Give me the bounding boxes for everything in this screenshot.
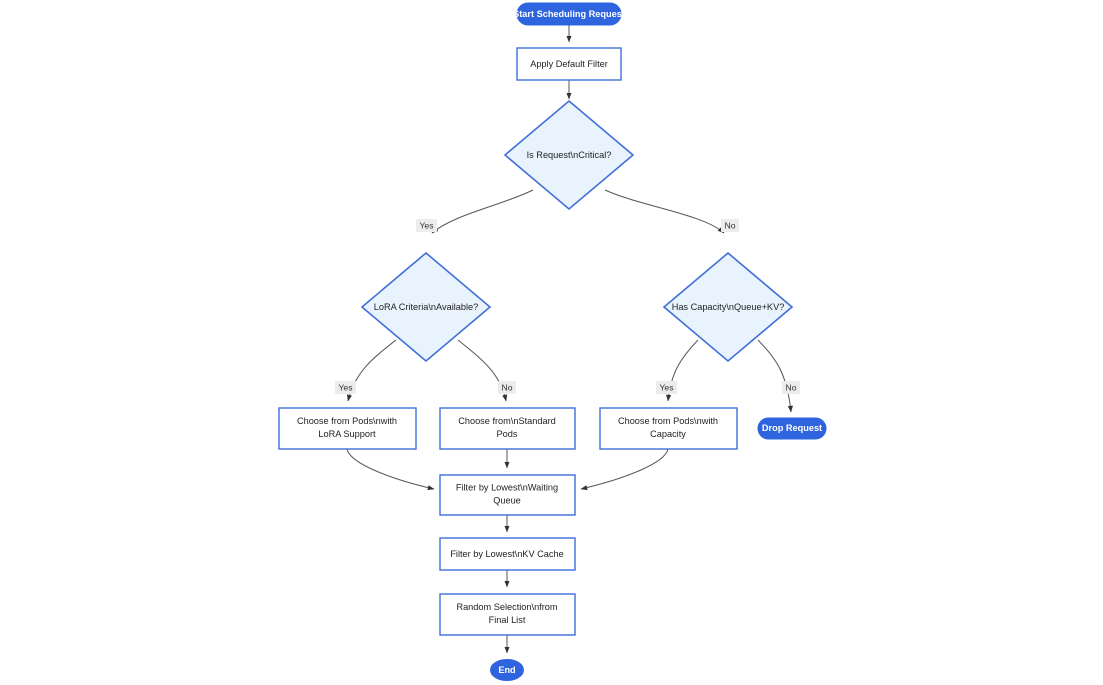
edge-label-is-critical-no: No	[721, 219, 739, 232]
edge-label-text: No	[502, 382, 513, 392]
node-choose-standard-pods-label-line2: Pods	[497, 429, 518, 439]
node-apply-default-filter-shape[interactable]	[516, 47, 622, 81]
node-random-selection-label-line2: Final List	[489, 615, 526, 625]
node-choose-pods-lora-support-label-line2: LoRA Support	[318, 429, 376, 439]
edge-label-text: Yes	[338, 382, 352, 392]
node-end-label: End	[498, 665, 515, 675]
node-choose-pods-capacity-label-line2: Capacity	[650, 429, 686, 439]
node-is-request-critical-label: Is Request\nCritical?	[527, 150, 612, 160]
node-apply-default-filter-label: Apply Default Filter	[530, 59, 608, 69]
edge-label-has-capacity-yes: Yes	[656, 381, 677, 394]
edge-label-has-capacity-no: No	[782, 381, 800, 394]
node-choose-pods-capacity-shape[interactable]	[599, 407, 738, 450]
node-choose-standard-pods[interactable]: Choose from\nStandard Pods	[439, 407, 576, 450]
edge-layer	[346, 25, 793, 654]
node-start-label: Start Scheduling Request	[513, 9, 625, 19]
node-layer: Start Scheduling Request Apply Default F…	[278, 2, 827, 681]
node-has-capacity-queue-kv-shape[interactable]	[662, 251, 794, 363]
edge-pods-capacity-to-filter-queue	[580, 448, 669, 491]
node-filter-waiting-queue-label-line2: Queue	[493, 496, 521, 506]
edge-label-text: No	[786, 382, 797, 392]
node-lora-criteria-available-shape[interactable]	[360, 251, 492, 363]
node-drop-request-label: Drop Request	[762, 423, 822, 433]
edge-is-critical-to-lora-criteria	[431, 189, 534, 234]
node-is-request-critical[interactable]: Is Request\nCritical?	[503, 99, 635, 211]
edge-label-lora-criteria-yes: Yes	[335, 381, 356, 394]
node-choose-pods-capacity-label-line1: Choose from Pods\nwith	[618, 416, 718, 426]
node-start-shape[interactable]	[516, 2, 622, 26]
node-choose-pods-lora-support-shape[interactable]	[278, 407, 417, 450]
edge-pods-lora-to-filter-queue	[346, 448, 435, 491]
edge-label-is-critical-yes: Yes	[416, 219, 437, 232]
node-choose-pods-capacity[interactable]: Choose from Pods\nwith Capacity	[599, 407, 738, 450]
node-drop-request[interactable]: Drop Request	[757, 417, 827, 440]
node-choose-standard-pods-shape[interactable]	[439, 407, 576, 450]
node-drop-request-shape[interactable]	[757, 417, 827, 440]
node-end-shape[interactable]	[490, 659, 524, 681]
node-random-selection-label-line1: Random Selection\nfrom	[456, 602, 557, 612]
node-has-capacity-queue-kv-label: Has Capacity\nQueue+KV?	[672, 302, 785, 312]
node-lora-criteria-available[interactable]: LoRA Criteria\nAvailable?	[360, 251, 492, 363]
edge-label-text: Yes	[419, 220, 433, 230]
edge-label-lora-criteria-no: No	[498, 381, 516, 394]
node-has-capacity-queue-kv[interactable]: Has Capacity\nQueue+KV?	[662, 251, 794, 363]
node-filter-kv-cache-shape[interactable]	[439, 537, 576, 571]
node-filter-waiting-queue[interactable]: Filter by Lowest\nWaiting Queue	[439, 474, 576, 516]
node-lora-criteria-available-label: LoRA Criteria\nAvailable?	[374, 302, 479, 312]
edge-label-text: Yes	[659, 382, 673, 392]
node-choose-standard-pods-label-line1: Choose from\nStandard	[458, 416, 556, 426]
edge-is-critical-to-has-capacity	[604, 189, 725, 234]
node-filter-waiting-queue-shape[interactable]	[439, 474, 576, 516]
node-apply-default-filter[interactable]: Apply Default Filter	[516, 47, 622, 81]
node-random-selection[interactable]: Random Selection\nfrom Final List	[439, 593, 576, 636]
node-filter-kv-cache[interactable]: Filter by Lowest\nKV Cache	[439, 537, 576, 571]
node-choose-pods-lora-support-label-line1: Choose from Pods\nwith	[297, 416, 397, 426]
node-filter-waiting-queue-label-line1: Filter by Lowest\nWaiting	[456, 483, 558, 493]
edge-has-capacity-to-drop-request	[757, 339, 793, 413]
node-is-request-critical-shape[interactable]	[503, 99, 635, 211]
edge-label-layer: Yes No Yes No Yes No	[335, 219, 800, 394]
node-random-selection-shape[interactable]	[439, 593, 576, 636]
node-start[interactable]: Start Scheduling Request	[513, 2, 625, 26]
edge-label-text: No	[725, 220, 736, 230]
node-choose-pods-lora-support[interactable]: Choose from Pods\nwith LoRA Support	[278, 407, 417, 450]
node-filter-kv-cache-label: Filter by Lowest\nKV Cache	[450, 549, 563, 559]
node-end[interactable]: End	[490, 659, 524, 681]
